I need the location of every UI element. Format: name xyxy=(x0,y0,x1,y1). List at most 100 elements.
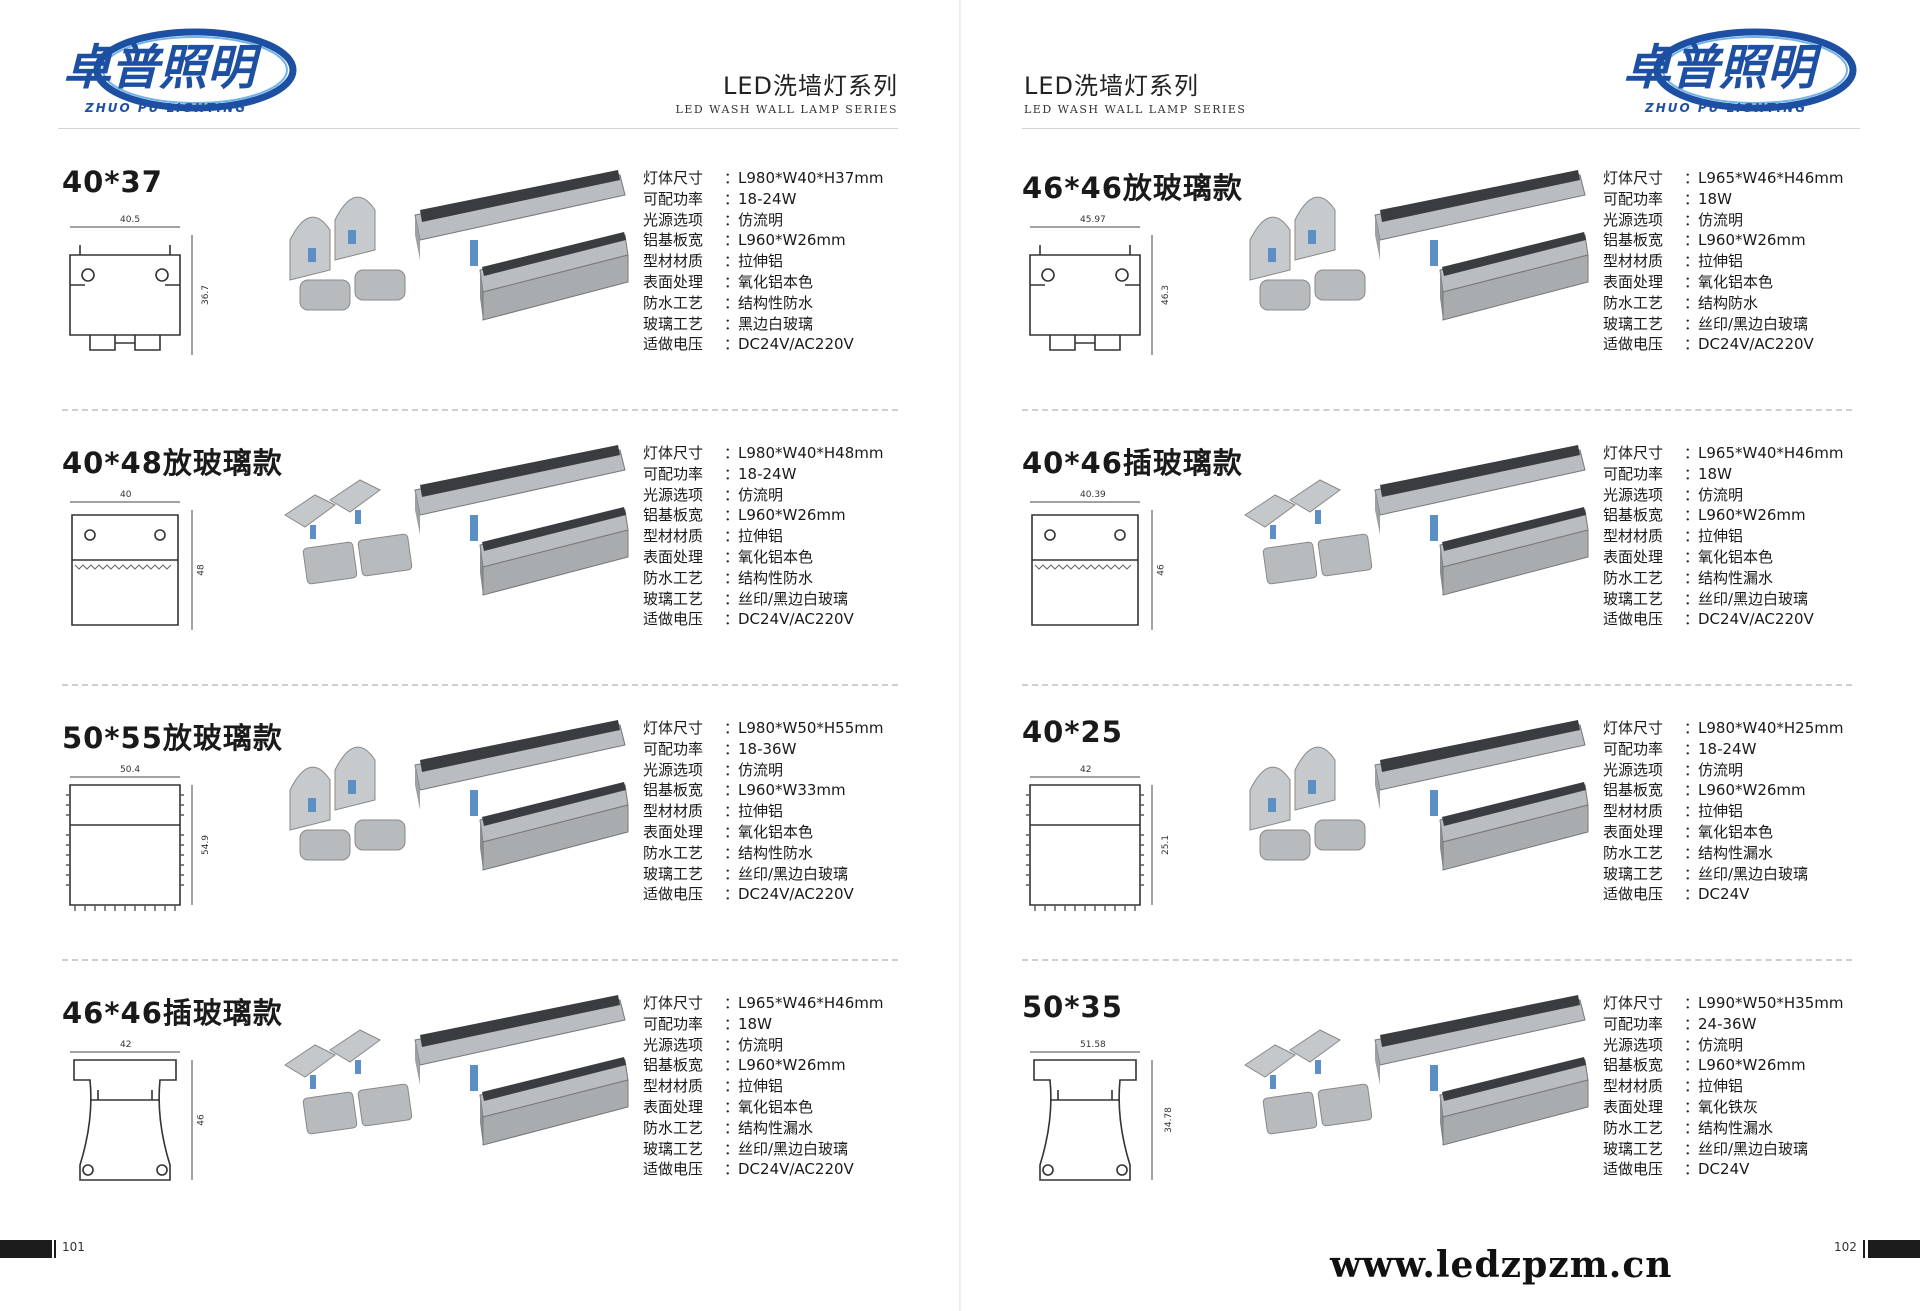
spec-value: L960*W26mm xyxy=(738,231,846,250)
spec-value: 黑边白玻璃 xyxy=(738,314,814,333)
spec-key: 防水工艺 xyxy=(643,568,704,587)
spec-value: DC24V/AC220V xyxy=(1698,610,1814,629)
spec-key: 适做电压 xyxy=(1603,335,1664,354)
spec-separator: ： xyxy=(724,568,740,587)
spec-row: 型材材质：拉伸铝 xyxy=(643,801,884,822)
spec-separator: ： xyxy=(724,252,740,271)
spec-separator: ： xyxy=(724,293,740,312)
spec-separator: ： xyxy=(1684,547,1700,566)
page-bar-tick xyxy=(54,1240,56,1258)
spec-row: 光源选项：仿流明 xyxy=(643,210,884,231)
product-title: 40*48放玻璃款 xyxy=(62,446,283,480)
spec-row: 玻璃工艺：丝印/黑边白玻璃 xyxy=(1603,589,1844,610)
spec-value: L960*W26mm xyxy=(738,1056,846,1075)
spec-key: 铝基板宽 xyxy=(643,1056,704,1075)
spec-separator: ： xyxy=(1684,1035,1700,1054)
spec-value: DC24V/AC220V xyxy=(738,885,854,904)
svg-text:ZHUO PU LIGHTING: ZHUO PU LIGHTING xyxy=(84,101,247,115)
profile-height-label: 46 xyxy=(1156,564,1167,576)
spec-row: 表面处理：氧化铝本色 xyxy=(1603,272,1844,293)
spec-key: 灯体尺寸 xyxy=(643,719,704,737)
spec-row: 适做电压：DC24V/AC220V xyxy=(643,884,884,905)
spec-separator: ： xyxy=(1684,1118,1700,1137)
spec-separator: ： xyxy=(724,589,740,608)
spec-value: 结构性漏水 xyxy=(1698,1118,1774,1137)
spec-separator: ： xyxy=(724,1118,740,1137)
brand-logo-right: 卓普照明 ZHUO PU LIGHTING xyxy=(1615,22,1857,122)
spec-row: 可配功率：18W xyxy=(1603,464,1844,485)
svg-text:卓普照明: 卓普照明 xyxy=(63,40,263,96)
spec-value: DC24V/AC220V xyxy=(738,610,854,629)
spec-value: 氧化铝本色 xyxy=(738,547,814,566)
spec-key: 玻璃工艺 xyxy=(643,314,704,333)
spec-row: 铝基板宽：L960*W26mm xyxy=(643,1055,884,1076)
spec-row: 灯体尺寸：L980*W50*H55mm xyxy=(643,718,884,739)
profile-height-label: 48 xyxy=(196,564,207,576)
profile-height-label: 46 xyxy=(196,1114,207,1126)
spec-value: L980*W40*H48mm xyxy=(738,444,884,462)
spec-key: 可配功率 xyxy=(643,739,704,758)
spec-key: 光源选项 xyxy=(643,760,704,779)
spec-row: 灯体尺寸：L965*W46*H46mm xyxy=(1603,168,1844,189)
website-url[interactable]: www.ledzpzm.cn xyxy=(1330,1244,1673,1286)
product-photo xyxy=(1240,720,1600,884)
spec-key: 表面处理 xyxy=(1603,272,1664,291)
spec-row: 适做电压 ：DC24V/AC220V xyxy=(1603,334,1844,355)
spec-value: 仿流明 xyxy=(738,485,784,504)
spec-row: 可配功率：18-24W xyxy=(1603,739,1844,760)
spec-key: 表面处理 xyxy=(643,822,704,841)
profile-width-label: 51.58 xyxy=(1080,1040,1106,1050)
spec-value: 拉伸铝 xyxy=(1698,252,1744,271)
spec-separator: ： xyxy=(724,822,740,841)
spec-value: L960*W26mm xyxy=(1698,231,1806,250)
spec-key: 可配功率 xyxy=(1603,189,1664,208)
spec-row: 玻璃工艺：丝印/黑边白玻璃 xyxy=(643,1139,884,1160)
section-divider xyxy=(62,684,898,686)
spec-separator: ： xyxy=(1684,1014,1700,1033)
spec-row: 玻璃工艺：丝印/黑边白玻璃 xyxy=(643,864,884,885)
product-photo xyxy=(280,720,640,884)
spec-value: 丝印/黑边白玻璃 xyxy=(1698,314,1809,333)
spec-row: 光源选项：仿流明 xyxy=(1603,1035,1844,1056)
spec-row: 可配功率：24-36W xyxy=(1603,1014,1844,1035)
spec-key: 铝基板宽 xyxy=(643,506,704,525)
spec-row: 铝基板宽：L960*W26mm xyxy=(643,505,884,526)
spec-key: 型材材质 xyxy=(643,527,704,546)
spec-separator: ： xyxy=(1684,1139,1700,1158)
spec-key: 铝基板宽 xyxy=(1603,781,1664,800)
spec-value: DC24V/AC220V xyxy=(1698,335,1814,354)
spec-value: 拉伸铝 xyxy=(738,252,784,271)
page-bar-left xyxy=(0,1240,52,1258)
spec-key: 铝基板宽 xyxy=(643,231,704,250)
spec-separator: ： xyxy=(1684,781,1700,800)
spec-key: 防水工艺 xyxy=(1603,293,1664,312)
spec-key: 灯体尺寸 xyxy=(1603,994,1664,1012)
spec-value: L980*W40*H25mm xyxy=(1698,719,1844,737)
spec-separator: ： xyxy=(724,1077,740,1096)
product-title: 46*46放玻璃款 xyxy=(1022,171,1243,205)
spec-value: 拉伸铝 xyxy=(1698,527,1744,546)
spec-separator: ： xyxy=(1684,802,1700,821)
brand-logo: 卓普照明 ZHUO PU LIGHTING xyxy=(55,22,297,122)
page-number-left: 101 xyxy=(62,1240,85,1254)
spec-row: 适做电压：DC24V/AC220V xyxy=(1603,609,1844,630)
spec-separator: ： xyxy=(1684,314,1700,333)
spec-key: 玻璃工艺 xyxy=(643,589,704,608)
product-title: 46*46插玻璃款 xyxy=(62,996,283,1030)
spec-separator: ： xyxy=(1684,169,1700,187)
spec-value: 仿流明 xyxy=(1698,485,1744,504)
spec-key: 可配功率 xyxy=(643,1014,704,1033)
spec-key: 光源选项 xyxy=(1603,1035,1664,1054)
product-title: 40*46插玻璃款 xyxy=(1022,446,1243,480)
spec-separator: ： xyxy=(1684,335,1700,354)
spec-row: 灯体尺寸：L965*W46*H46mm xyxy=(643,993,884,1014)
spec-row: 灯体尺寸：L980*W40*H48mm xyxy=(643,443,884,464)
spec-value: L990*W50*H35mm xyxy=(1698,994,1844,1012)
spec-row: 表面处理：氧化铝本色 xyxy=(643,547,884,568)
spec-separator: ： xyxy=(724,843,740,862)
spec-key: 玻璃工艺 xyxy=(1603,1139,1664,1158)
spec-row: 铝基板宽：L960*W26mm xyxy=(1603,780,1844,801)
